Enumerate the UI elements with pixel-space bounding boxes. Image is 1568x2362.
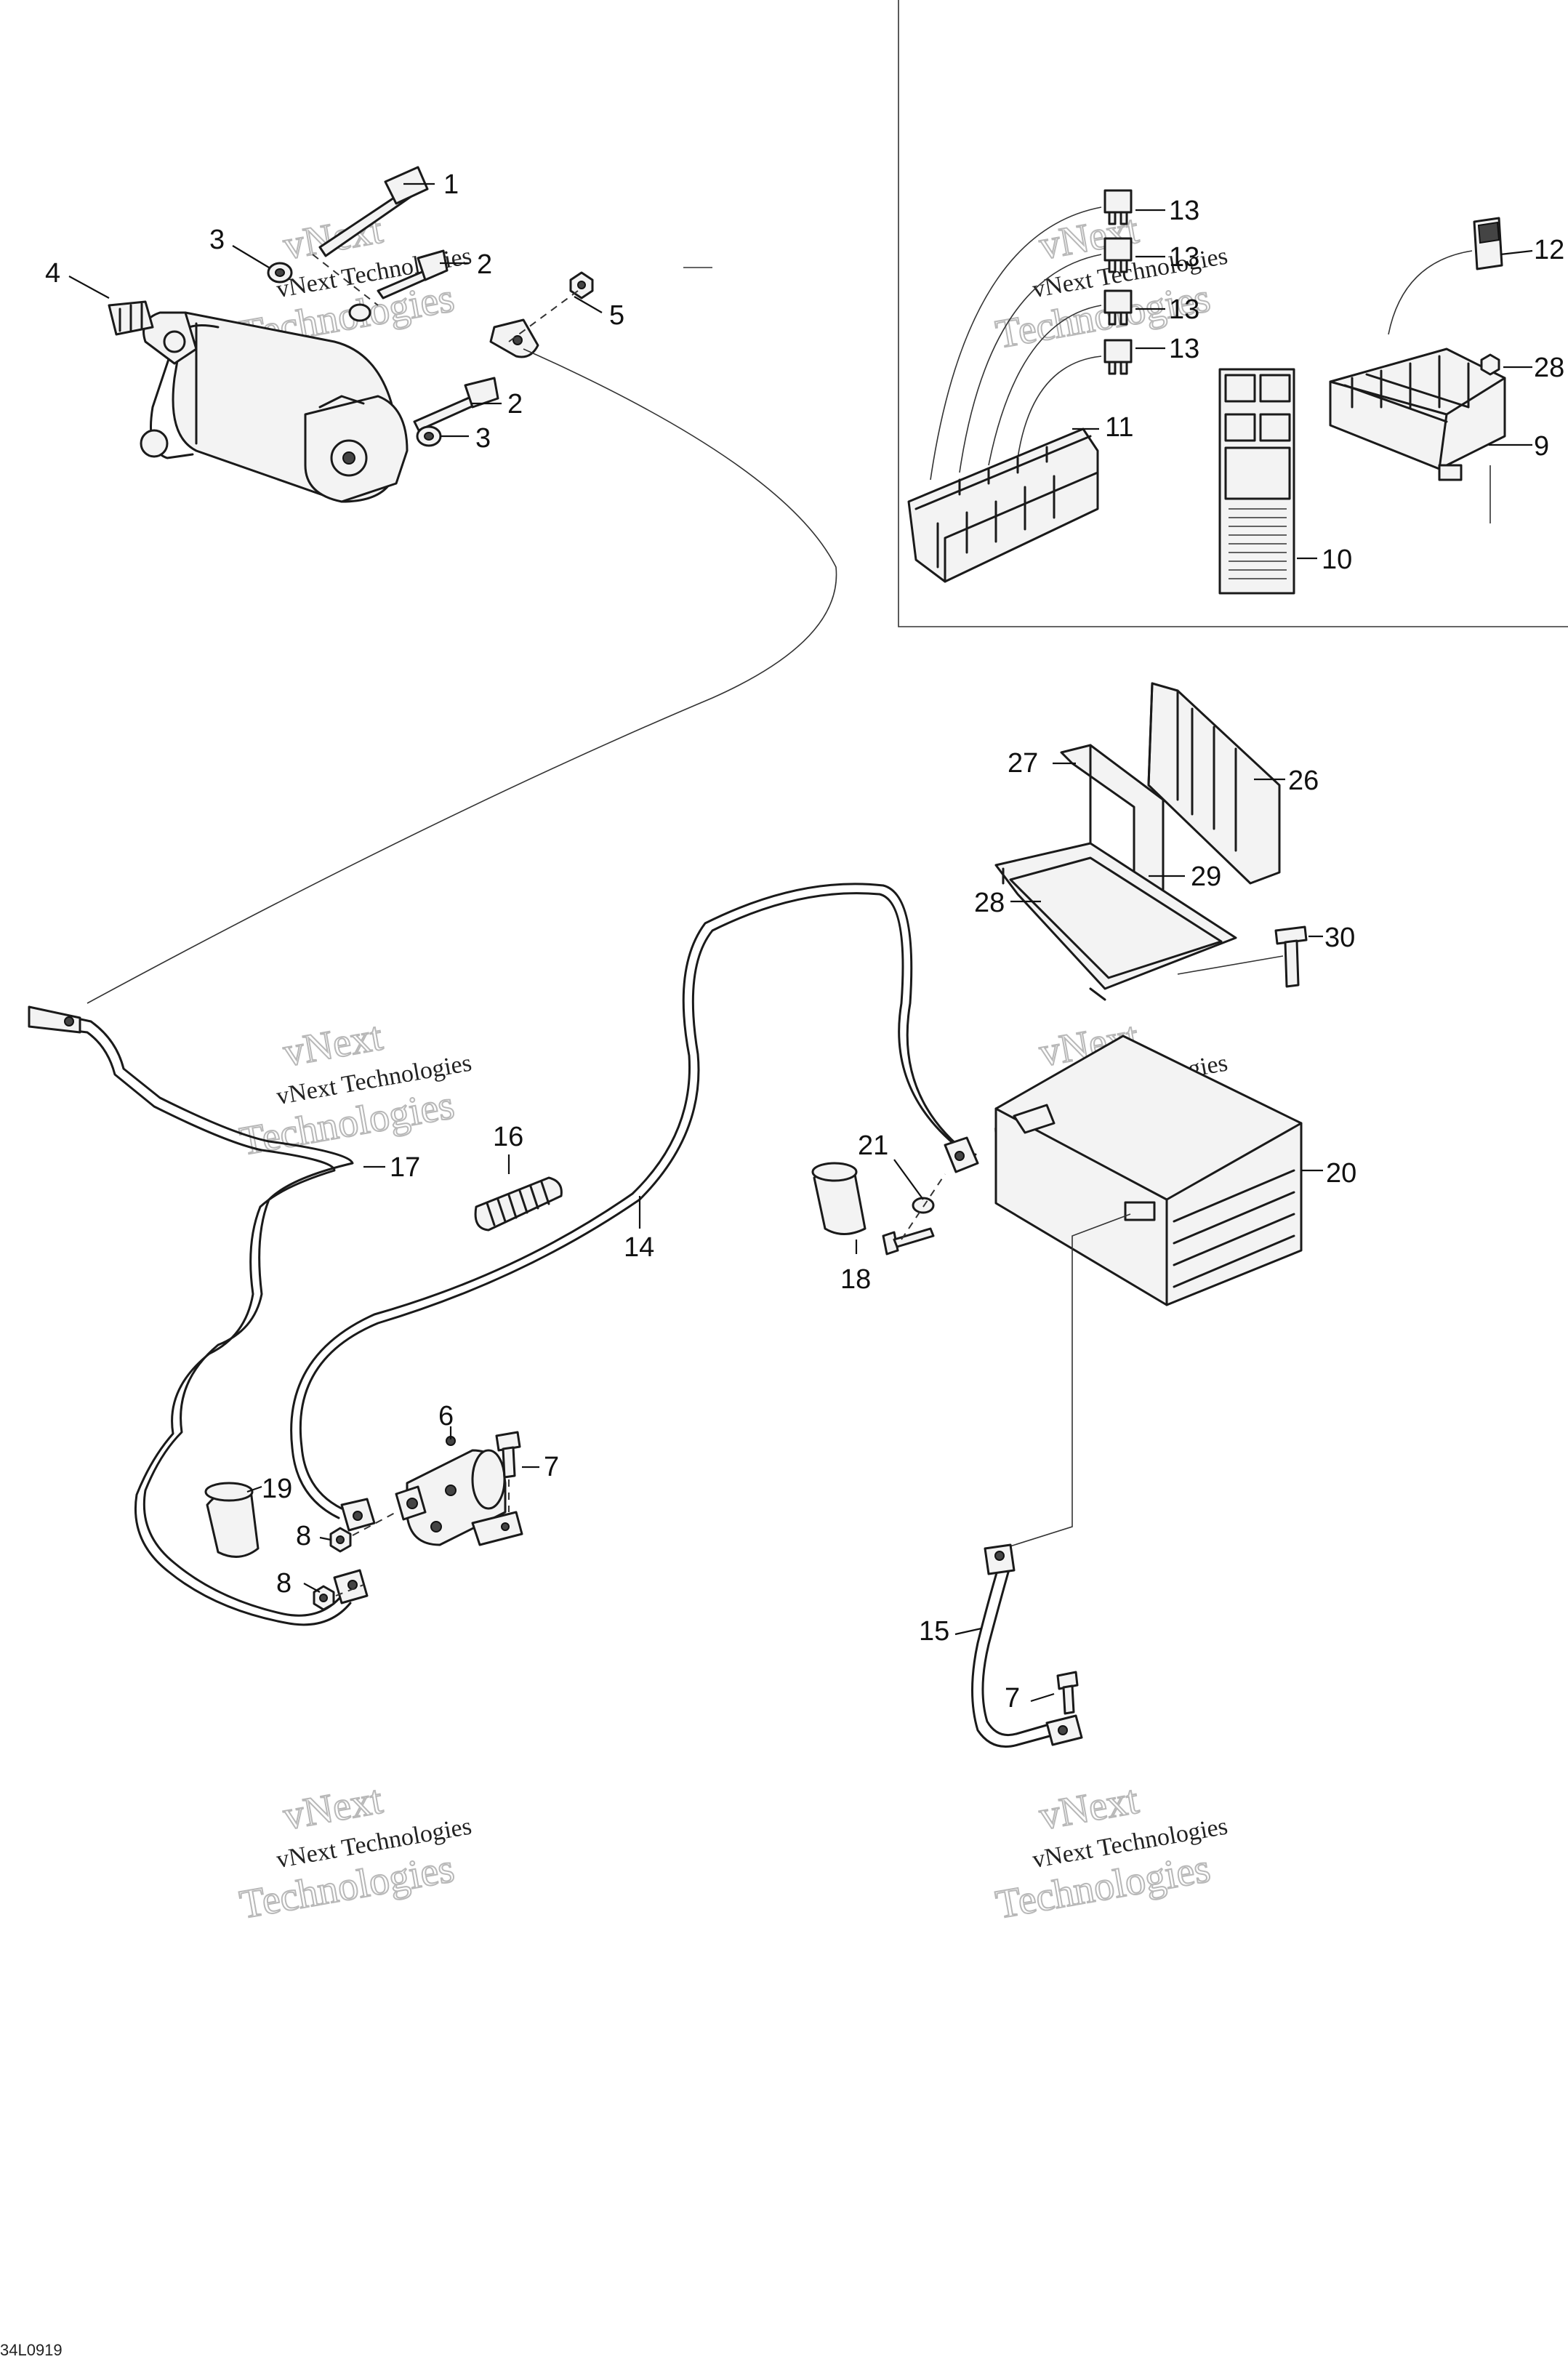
watermark-group-6: vNext vNext Technologies Technologies (992, 1776, 1229, 1928)
callout-16: 16 (493, 1122, 523, 1152)
bolt-1 (318, 166, 429, 257)
battery-20 (994, 1035, 1303, 1306)
callout-11: 11 (1105, 412, 1133, 443)
fuse-13-a (1103, 189, 1133, 225)
callout-8-upper: 8 (296, 1521, 311, 1551)
callout-9: 9 (1534, 431, 1549, 462)
cable-15-terminal-top (984, 1543, 1016, 1575)
cable-15 (971, 1562, 1059, 1748)
fuse-route-a (930, 206, 1102, 481)
callout-13-a: 13 (1169, 196, 1199, 226)
callout-13-b: 13 (1169, 242, 1199, 273)
battery-cover-26 (1147, 682, 1281, 885)
cable-14-terminal-battery (944, 1136, 979, 1173)
nut-8-upper (329, 1527, 352, 1553)
callout-7-lower: 7 (1005, 1683, 1020, 1714)
cap-18 (811, 1162, 867, 1235)
callout-29: 29 (1191, 861, 1221, 892)
bolt-30-route (1177, 955, 1284, 975)
fuse-13-c (1103, 289, 1133, 326)
washer-21 (912, 1197, 935, 1214)
cable-14-outer (290, 883, 977, 1519)
bolt-30 (1274, 925, 1308, 988)
fuse-holder-11 (907, 427, 1099, 583)
cable-14-terminal-solenoid (340, 1498, 376, 1532)
watermark-group-5: vNext vNext Technologies Technologies (236, 1776, 473, 1928)
washer-small (348, 303, 371, 322)
cap-19 (204, 1482, 260, 1558)
callout-3-lower: 3 (475, 423, 491, 454)
callout-leaders (68, 182, 1533, 1703)
fuse-13-d (1103, 339, 1133, 375)
callout-12: 12 (1534, 235, 1564, 265)
starter-motor (108, 300, 409, 503)
washer-3-top (267, 262, 293, 284)
cable-15-terminal-bottom (1045, 1714, 1083, 1746)
callout-3-top: 3 (209, 225, 225, 255)
bolt-path-2 (508, 290, 579, 342)
bolt-path-1 (312, 254, 379, 306)
callout-21: 21 (858, 1130, 888, 1161)
figure-id: 34L0919 (0, 2341, 63, 2359)
callout-30: 30 (1324, 923, 1355, 953)
protector-16 (474, 1176, 563, 1232)
relay-12 (1473, 217, 1503, 270)
callout-13-c: 13 (1169, 294, 1199, 325)
battery-tray-28 (994, 842, 1237, 1001)
bolt-2-top (377, 249, 449, 300)
callout-1: 1 (443, 169, 459, 200)
callout-2-lower: 2 (507, 389, 523, 419)
routing-line-top (87, 348, 837, 1004)
callout-7-upper: 7 (544, 1452, 559, 1482)
fuse-route-d (1017, 355, 1102, 459)
callout-10: 10 (1322, 545, 1352, 575)
nut-28-top (1480, 353, 1500, 376)
nut-8-path-upper (352, 1511, 397, 1536)
cable-17 (39, 1009, 354, 1617)
cable-17-terminal-solenoid (333, 1569, 369, 1604)
inset-frame (898, 0, 1568, 627)
callout-15: 15 (919, 1616, 949, 1647)
cable-17-outer (39, 1025, 352, 1626)
cable-14 (299, 892, 968, 1510)
callout-28-tray: 28 (974, 888, 1005, 918)
callout-13-d: 13 (1169, 334, 1199, 364)
callout-8-lower: 8 (276, 1568, 292, 1599)
relay-route (1388, 250, 1473, 335)
callout-18: 18 (840, 1264, 871, 1295)
callout-2-top: 2 (477, 249, 492, 280)
bolt-2-lower (413, 377, 499, 432)
callout-19: 19 (262, 1474, 292, 1504)
callout-6: 6 (438, 1401, 454, 1431)
cable-17-terminal-left (28, 1005, 81, 1034)
callouts: 1 2 2 3 3 4 5 6 7 7 8 8 9 10 11 12 13 13… (45, 169, 1564, 1714)
callout-14: 14 (624, 1232, 654, 1263)
nut-8-path-lower (335, 1584, 364, 1596)
callout-28-top: 28 (1534, 353, 1564, 383)
bolt-21-path (901, 1173, 946, 1240)
callout-5: 5 (609, 300, 624, 331)
fuse-label-10 (1218, 368, 1295, 595)
callout-4: 4 (45, 258, 60, 289)
bolt-7-lower (1056, 1671, 1079, 1715)
callout-20: 20 (1326, 1158, 1356, 1189)
fuse-route-b (959, 254, 1102, 473)
callout-26: 26 (1288, 766, 1319, 796)
bolt-7-upper (495, 1431, 521, 1479)
cable-15-route (1002, 1213, 1131, 1549)
callout-17: 17 (390, 1152, 420, 1183)
washer-3-lower (416, 425, 442, 447)
fuse-13-b (1103, 237, 1133, 273)
bolt-21 (882, 1227, 935, 1256)
fuse-route-c (988, 305, 1102, 466)
cable-15-outer (981, 1563, 1056, 1737)
solenoid-6 (395, 1436, 523, 1546)
fuse-box-9 (1329, 348, 1506, 481)
callout-27: 27 (1008, 748, 1038, 779)
